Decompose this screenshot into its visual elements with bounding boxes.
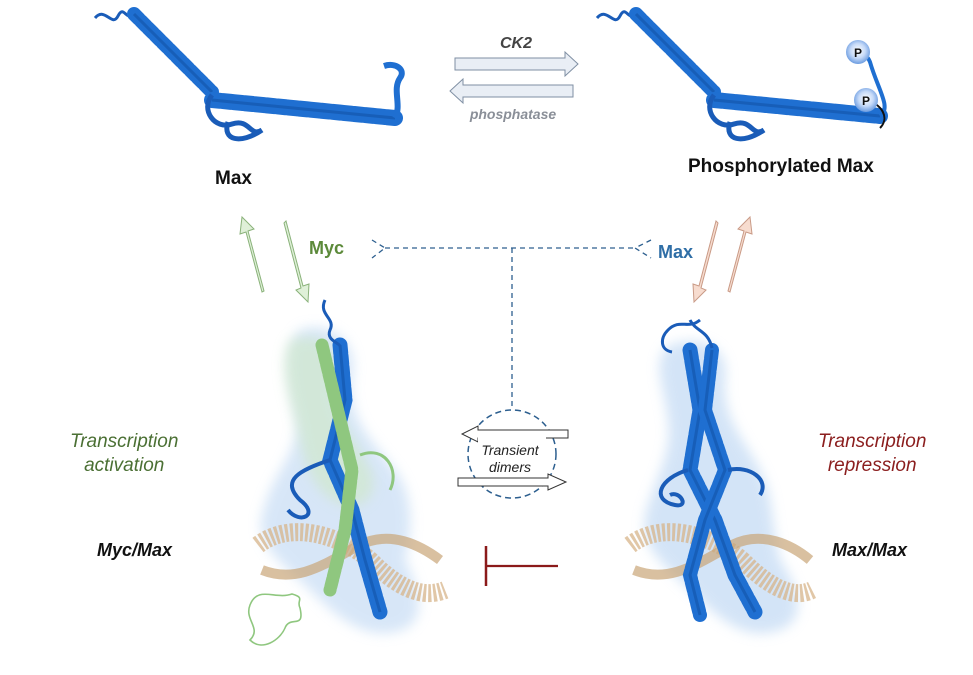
- label-max: Max: [215, 168, 252, 189]
- phospho-badge-1: P: [854, 46, 862, 60]
- phosphatase-arrow: [449, 77, 574, 105]
- label-transient-line1: Transient: [481, 442, 539, 458]
- phospho-site-1: P: [846, 40, 870, 64]
- max-max-complex: [624, 318, 817, 634]
- myc-helix-in-complex: [315, 338, 359, 597]
- max-helix-b: [682, 343, 733, 622]
- label-phosphorylated-max: Phosphorylated Max: [688, 156, 874, 177]
- max-helix-1: [127, 7, 219, 99]
- label-ck2: CK2: [500, 35, 532, 52]
- dna-right: [624, 523, 817, 603]
- max-loop-left: [205, 93, 264, 142]
- phospho-site-2: P: [854, 88, 878, 112]
- label-transient-line2: dimers: [489, 459, 531, 475]
- myc-max-complex: [247, 299, 449, 646]
- label-max-partner: Max: [658, 242, 693, 262]
- transient-dimers-node: [457, 409, 569, 499]
- label-max-max: Max/Max: [832, 540, 908, 560]
- dashed-connector: [371, 239, 652, 420]
- phospho-max-structure: P P: [595, 7, 888, 142]
- right-equilibrium-arrows: [692, 215, 753, 304]
- max-helix-2: [204, 92, 403, 126]
- left-equilibrium-arrows: [239, 215, 310, 304]
- myc-disordered-tail: [247, 593, 302, 646]
- label-myc-max: Myc/Max: [97, 540, 173, 560]
- max-c-terminal: [383, 62, 405, 120]
- label-phosphatase: phosphatase: [469, 106, 557, 122]
- max-monomer-structure: [93, 7, 405, 142]
- phospho-badge-2: P: [862, 94, 870, 108]
- label-myc: Myc: [309, 238, 344, 258]
- max-helix-in-complex: [322, 337, 388, 620]
- inhibition-arrow: [484, 546, 558, 586]
- label-transcription-repression: Transcription repression: [818, 430, 926, 478]
- max-helix-a: [682, 342, 763, 620]
- activation-line2: activation: [84, 455, 165, 476]
- repression-line2: repression: [827, 455, 917, 476]
- activation-line1: Transcription: [70, 431, 179, 452]
- label-transcription-activation: Transcription activation: [70, 430, 178, 478]
- repression-line1: Transcription: [818, 431, 927, 452]
- ck2-arrow: [454, 50, 579, 78]
